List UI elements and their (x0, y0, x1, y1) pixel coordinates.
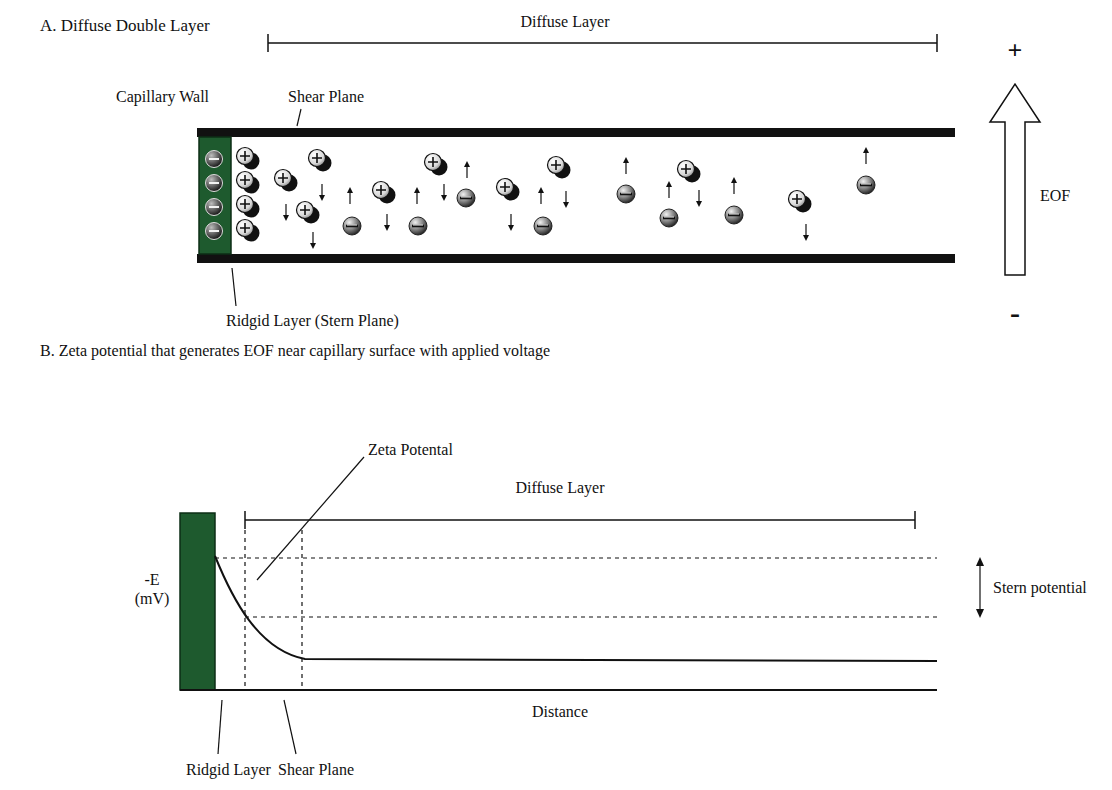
callout-label: Zeta Potental (368, 440, 453, 459)
diffuse-cations (275, 150, 812, 250)
capillary-wall (199, 137, 231, 254)
distance-axis (180, 689, 937, 691)
axis-label: Distance (532, 702, 588, 721)
diffuse-bracket (245, 511, 915, 529)
capillary-bottom-wall (197, 254, 955, 263)
region-label: Diffuse Layer (521, 12, 610, 31)
leader-line (257, 457, 364, 580)
part-label: Ridgid Layer (Stern Plane) (226, 311, 399, 330)
axis-label: -E (mV) (129, 570, 175, 608)
section-heading: B. Zeta potential that generates EOF nea… (40, 341, 550, 360)
wall-charges (206, 151, 223, 240)
section-heading: A. Diffuse Double Layer (40, 16, 210, 36)
diffuse-anions (343, 147, 875, 235)
polarity-sign: - (1010, 298, 1020, 328)
leader-lines (218, 700, 296, 754)
callout-label: Stern potential (993, 578, 1087, 597)
eof-arrow (990, 84, 1040, 275)
part-label: Shear Plane (288, 87, 364, 106)
region-label: Diffuse Layer (516, 478, 605, 497)
part-label: Capillary Wall (116, 87, 209, 106)
potential-curve (215, 556, 937, 661)
part-label: Ridgid Layer (186, 760, 271, 779)
stern-potential-arrow (976, 557, 984, 618)
capillary-top-wall (197, 128, 955, 137)
flow-label: EOF (1040, 186, 1070, 205)
reference-dashes (215, 530, 937, 690)
part-label: Shear Plane (278, 760, 354, 779)
capillary-wall (180, 513, 215, 690)
stern-layer-cations (237, 148, 260, 242)
diffuse-bracket (268, 34, 937, 52)
polarity-sign: + (1008, 38, 1023, 64)
leader-lines (232, 109, 301, 306)
